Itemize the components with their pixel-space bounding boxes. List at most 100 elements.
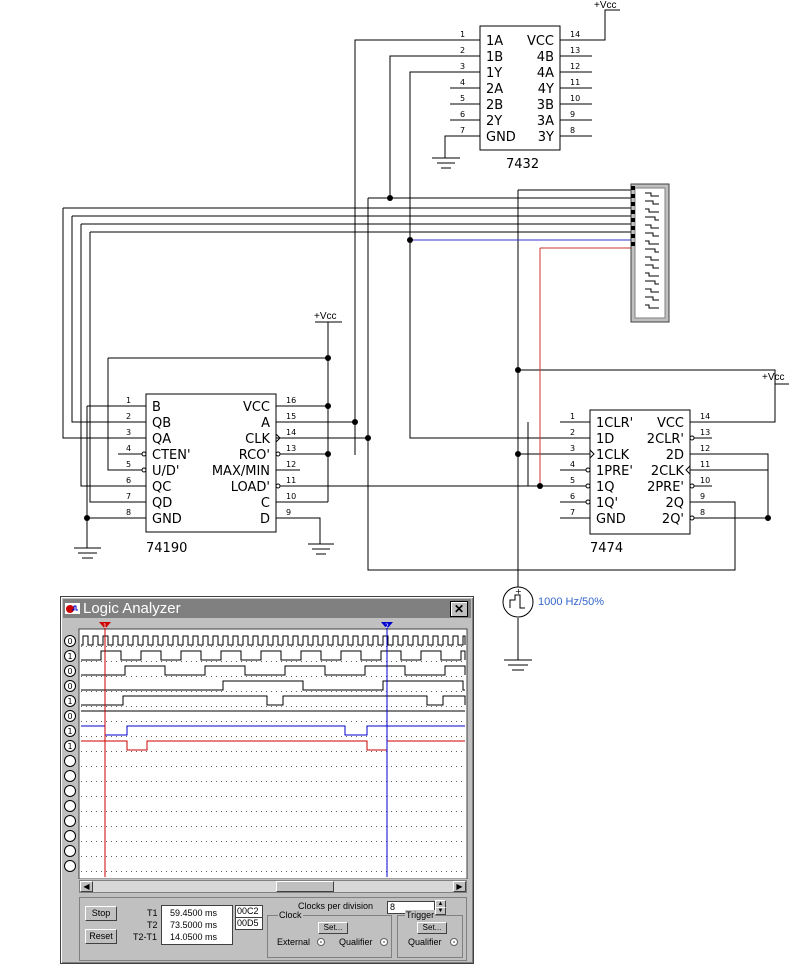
junctions [84, 195, 771, 521]
pin-number: 12 [286, 460, 296, 469]
clock-qualifier-radio[interactable] [380, 938, 388, 946]
logic-analyzer-titlebar[interactable]: Logic Analyzer ✕ [63, 599, 471, 618]
pin-number: 13 [570, 46, 580, 55]
pin-number: 5 [126, 460, 131, 469]
t1-value: 59.4500 ms [170, 908, 218, 918]
pin-name: VCC [657, 416, 684, 431]
channel-marker [64, 725, 76, 737]
scroll-right-button[interactable]: ▶ [453, 881, 466, 892]
pin-name: LOAD' [231, 480, 270, 495]
pin-name: 2CLR' [647, 432, 684, 447]
pin-number: 9 [286, 508, 291, 517]
pin-name: 2B [486, 98, 503, 113]
t2-hex: 00D5 [235, 917, 263, 930]
pin-number: 7 [570, 508, 575, 517]
channel-marker [64, 650, 76, 662]
inversion-bubble [275, 451, 281, 457]
channel-value: 1 [67, 742, 72, 751]
cursor-t2-label: 2 [385, 623, 389, 630]
horizontal-scrollbar[interactable]: ◀ ▶ [79, 880, 467, 893]
waveform [81, 680, 465, 691]
waveform [81, 695, 466, 706]
spin-down-button[interactable]: ▼ [435, 907, 446, 915]
pin-name: QA [152, 432, 171, 447]
pin-name: 1D [596, 432, 614, 447]
stop-button[interactable]: Stop [85, 906, 117, 921]
pin-name: 4B [537, 50, 554, 65]
pin-number: 6 [570, 492, 575, 501]
pin-number: 1 [460, 30, 465, 39]
pin-number: 7 [126, 492, 131, 501]
inversion-bubble [585, 483, 591, 489]
pin-number: 9 [700, 492, 705, 501]
analyzer-app-icon [65, 603, 80, 614]
pin-number: 13 [700, 428, 710, 437]
pin-number: 6 [460, 110, 465, 119]
pin-number: 13 [286, 444, 296, 453]
close-button[interactable]: ✕ [450, 601, 468, 617]
inversion-bubble [141, 467, 147, 473]
pin-name: 2CLK [651, 464, 685, 479]
pin-number: 2 [570, 428, 575, 437]
pin-name: CTEN' [152, 448, 191, 463]
channel-value: 1 [67, 727, 72, 736]
pin-name: MAX/MIN [212, 464, 270, 479]
pin-name: QB [152, 416, 171, 431]
pin-number: 12 [570, 62, 580, 71]
vcc-label-7474: +Vcc [762, 372, 785, 383]
pin-number: 2 [126, 412, 131, 421]
external-radio[interactable] [317, 938, 325, 946]
pin-name: CLK [245, 432, 270, 447]
vcc-label-74190: +Vcc [314, 311, 337, 322]
channel-marker [64, 830, 76, 842]
pin-number: 8 [570, 126, 575, 135]
part-label: 7474 [590, 541, 623, 556]
chip-body [589, 409, 691, 535]
scroll-left-button[interactable]: ◀ [80, 881, 93, 892]
external-label: External [277, 937, 311, 947]
clock-marker [589, 449, 691, 475]
clock-source[interactable]: + [502, 586, 534, 618]
svg-text:+: + [515, 587, 522, 596]
channel-marker [64, 770, 76, 782]
pin-number: 10 [286, 492, 296, 501]
pin-name: GND [486, 130, 516, 145]
channel-value: 0 [67, 637, 72, 646]
pin-number: 11 [700, 460, 710, 469]
pin-name: D [260, 512, 270, 527]
trigger-qualifier-radio[interactable] [450, 938, 458, 946]
pin-name: 1A [486, 34, 503, 49]
cursor-t2-marker[interactable] [381, 622, 393, 629]
clock-group [267, 915, 392, 958]
pin-name: 2D [666, 448, 684, 463]
clock-marker [275, 433, 281, 443]
trigger-qualifier-label: Qualifier [408, 937, 442, 947]
pin-name: 1CLR' [596, 416, 633, 431]
pin-number: 4 [460, 78, 465, 87]
waveform [81, 635, 466, 646]
pin-name: C [261, 496, 270, 511]
inversion-bubble [585, 467, 591, 473]
cursor-t1-marker[interactable] [99, 622, 111, 629]
cursor-t1-label: 1 [103, 623, 107, 630]
reset-button[interactable]: Reset [85, 929, 117, 944]
trigger-set-button[interactable]: Set... [417, 922, 447, 934]
pin-name: 3Y [538, 130, 554, 145]
channel-marker [64, 635, 76, 647]
channel-marker [64, 680, 76, 692]
pin-number: 3 [126, 428, 131, 437]
red-probe-wire [539, 247, 635, 486]
channel-marker [64, 710, 76, 722]
scroll-thumb[interactable] [276, 881, 334, 892]
waveform [81, 650, 466, 661]
pin-name: 2Y [486, 114, 502, 129]
pin-name: 3B [537, 98, 554, 113]
pin-name: 1Q [596, 480, 615, 495]
clock-set-button[interactable]: Set... [318, 922, 348, 934]
pin-number: 5 [460, 94, 465, 103]
